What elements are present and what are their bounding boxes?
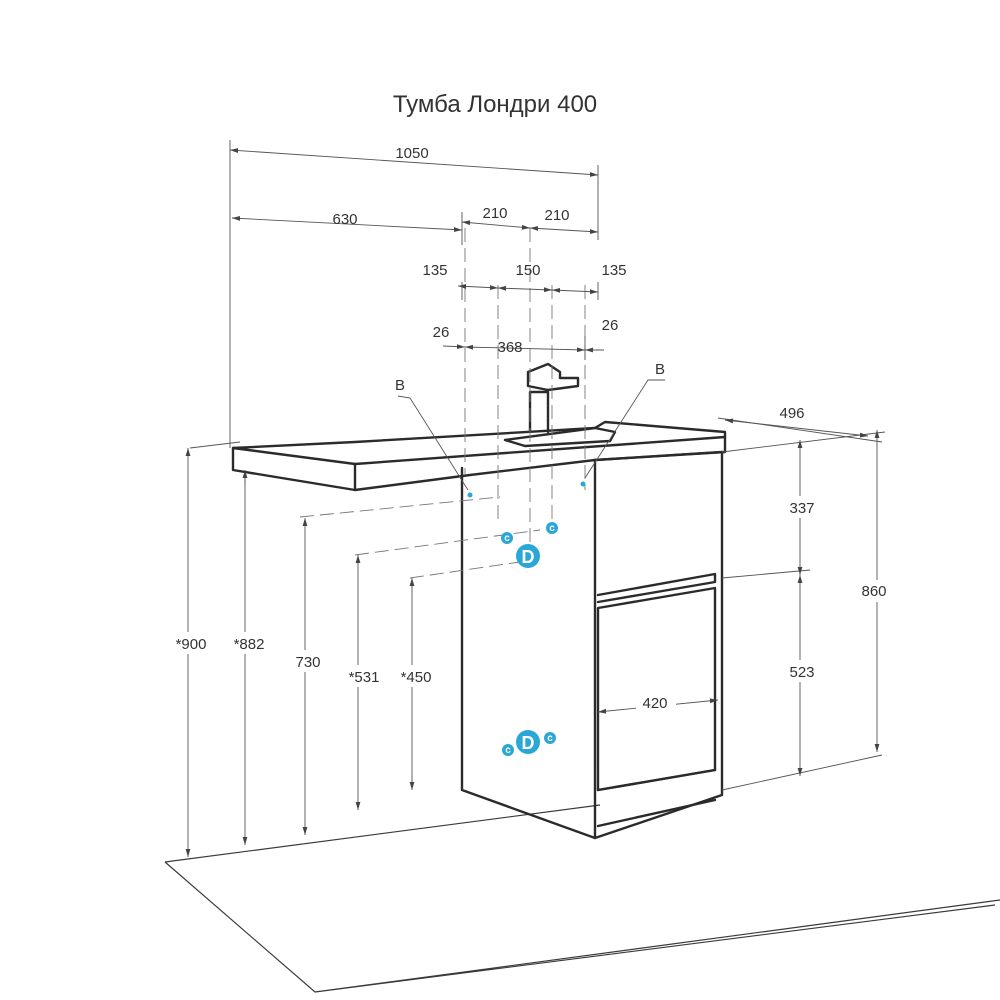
dim-26-right: 26 xyxy=(602,317,619,334)
hot-lower xyxy=(544,732,556,744)
dim-150: 150 xyxy=(515,262,540,279)
dim-882: *882 xyxy=(234,636,265,653)
upper-connections: D c c xyxy=(501,522,558,568)
centerline-horizontal-2 xyxy=(354,529,541,556)
dim-630: 630 xyxy=(332,211,357,228)
drawing-title: Тумба Лондри 400 xyxy=(393,91,597,118)
centerline-horizontal-1 xyxy=(299,496,501,518)
dim-1050: 1050 xyxy=(395,145,428,162)
floor-edge-left xyxy=(164,804,601,863)
cold-upper xyxy=(501,532,513,544)
marker-b-right: B xyxy=(655,361,665,378)
dim-210-left: 210 xyxy=(482,205,507,222)
cabinet-side-panel xyxy=(460,458,597,840)
svg-text:c: c xyxy=(505,745,511,756)
floor-outline xyxy=(164,861,1000,993)
bottom-drawer xyxy=(596,586,717,792)
dim-210-right: 210 xyxy=(544,207,569,224)
point-b-left xyxy=(467,492,473,498)
svg-text:c: c xyxy=(504,533,510,544)
svg-text:D: D xyxy=(522,547,535,567)
drawer-handle-groove xyxy=(596,768,717,828)
dim-523: 523 xyxy=(789,664,814,681)
dim-496: 496 xyxy=(779,405,804,422)
drain-lower xyxy=(516,730,540,754)
cold-lower xyxy=(502,744,514,756)
lower-connections: D c c xyxy=(502,730,556,756)
dim-531: *531 xyxy=(349,669,380,686)
leader-b-left xyxy=(397,395,469,491)
dim-420: 420 xyxy=(642,695,667,712)
dim-900: *900 xyxy=(176,636,207,653)
marker-b-left: B xyxy=(395,377,405,394)
sink-basin xyxy=(503,426,617,448)
dim-450: *450 xyxy=(401,669,432,686)
leader-b-right xyxy=(584,379,665,479)
cabinet-front xyxy=(593,450,724,840)
centerline-horizontal-3 xyxy=(409,561,521,579)
svg-text:D: D xyxy=(522,733,535,753)
hot-upper xyxy=(546,522,558,534)
extension-lines xyxy=(189,140,886,791)
dim-135-left: 135 xyxy=(422,262,447,279)
point-b-right xyxy=(580,481,586,487)
top-drawer xyxy=(596,572,717,604)
dim-135-right: 135 xyxy=(601,262,626,279)
drain-upper xyxy=(516,544,540,568)
dim-337: 337 xyxy=(789,500,814,517)
countertop-front-edge xyxy=(231,435,727,466)
svg-text:c: c xyxy=(549,523,555,534)
svg-text:c: c xyxy=(547,733,553,744)
dim-368: 368 xyxy=(497,339,522,356)
dim-860: 860 xyxy=(861,583,886,600)
dim-26-left: 26 xyxy=(433,324,450,341)
faucet xyxy=(526,362,580,434)
dim-730: 730 xyxy=(295,654,320,671)
